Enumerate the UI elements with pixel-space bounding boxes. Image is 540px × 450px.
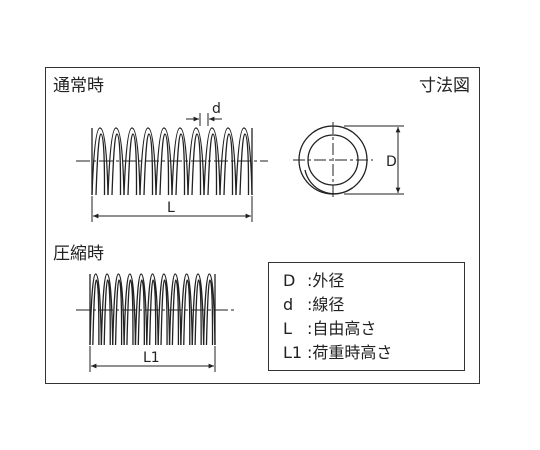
spring-coil [187,127,205,196]
spring-coil [219,127,237,196]
spring-coil [155,127,173,196]
legend-row: D :外径 [283,273,344,289]
outer-diameter-dimension [344,125,404,195]
legend-row: L1:荷重時高さ [283,345,392,361]
spring-coil [157,273,171,346]
title-compressed-state: 圧縮時 [53,244,104,264]
spring-coil [203,127,221,196]
wire-diameter-label: d [212,101,221,117]
title-normal-state: 通常時 [53,76,104,96]
legend-symbol: L1 [283,343,303,362]
spring-coil [168,273,182,346]
legend-text: :自由高さ [307,319,377,338]
spring-coil [134,273,148,346]
spring-coil [112,273,125,346]
spring-compressed [89,273,216,346]
spring-end-view [293,122,373,198]
spring-coil [139,127,157,196]
legend-text: :荷重時高さ [307,343,393,362]
spring-coil [171,127,189,196]
spring-coil [123,127,141,196]
outer-diameter-label: D [386,154,397,170]
legend-symbol: D [283,271,296,290]
compressed-length-dimension [89,346,216,372]
spring-coil [146,273,159,346]
spring-coil [107,127,125,196]
legend-text: :外径 [307,271,345,290]
spring-coil [89,273,103,346]
spring-coil [180,273,193,346]
spring-coil [235,127,253,196]
spring-coil [191,273,205,346]
wire-diameter-dimension [186,113,222,126]
legend-box: D :外径 d :線径 L :自由高さ L1:荷重時高さ [268,262,465,371]
legend-text: :線径 [307,295,345,314]
legend-row: d :線径 [283,297,344,313]
spring-coil [202,273,216,346]
legend-row: L :自由高さ [283,321,376,337]
spring-coil [100,273,114,346]
spring-coil [91,127,109,196]
spring-coil [123,273,137,346]
free-length-label: L [167,200,175,216]
free-length-dimension [91,196,253,222]
legend-symbol: d [283,295,294,314]
spring-free [91,127,253,196]
compressed-length-label: L1 [143,350,160,366]
legend-symbol: L [283,319,292,338]
title-dimension-drawing: 寸法図 [419,76,470,96]
